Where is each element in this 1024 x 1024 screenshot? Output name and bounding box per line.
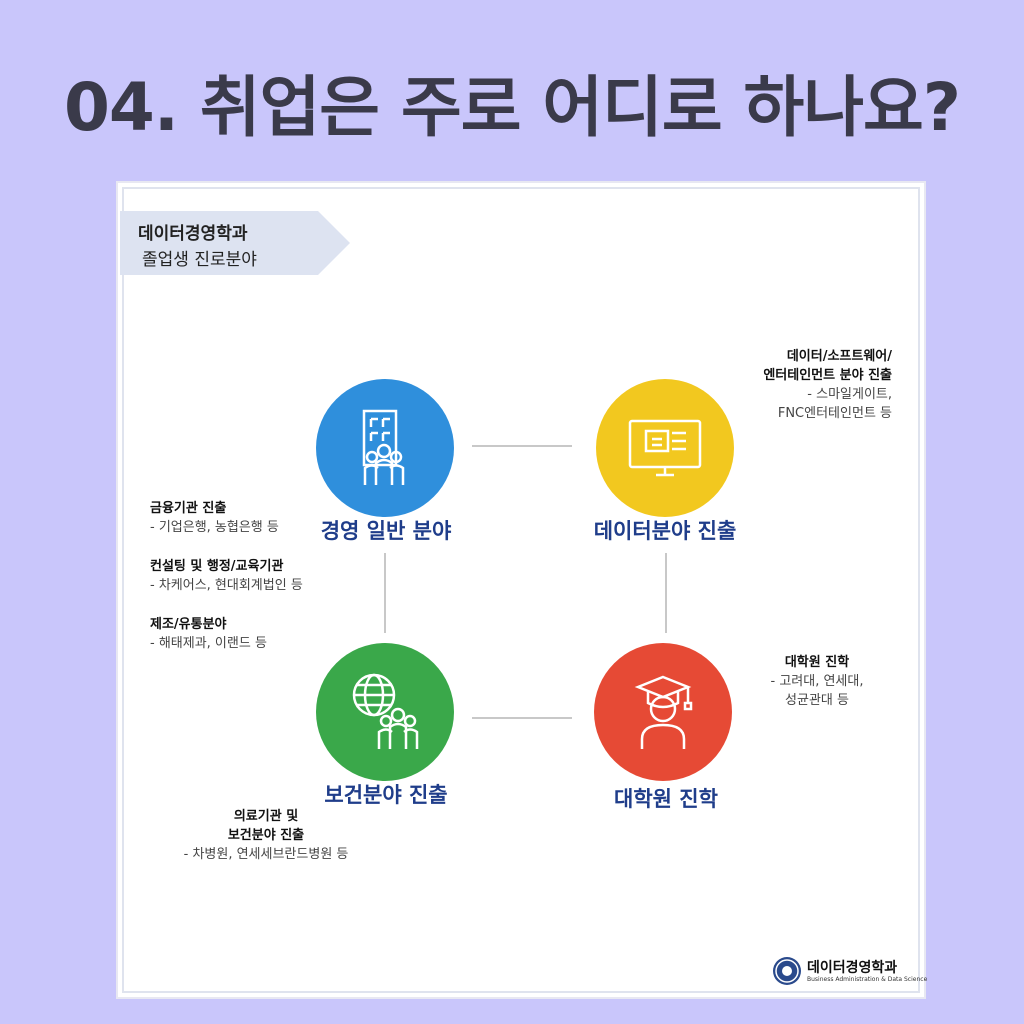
note-grad-heading: 대학원 진학 xyxy=(784,655,850,670)
note-consulting-heading: 컨설팅 및 행정/교육기관 xyxy=(150,559,284,574)
data-label: 데이터분야 진출 xyxy=(593,519,737,543)
banner-arrow-shape xyxy=(120,211,350,275)
note-manufacturing-heading: 제조/유통분야 xyxy=(150,617,227,632)
career-card: 데이터경영학과 졸업생 진로분야 경영 일반 분야 xyxy=(116,181,927,999)
note-data: 데이터/소프트웨어/ 엔터테인먼트 분야 진출 - 스마일게이트, FNC엔터테… xyxy=(722,347,892,423)
building-people-icon xyxy=(362,409,405,485)
note-consulting: 컨설팅 및 행정/교육기관 - 차케어스, 현대회계법인 등 xyxy=(150,557,303,595)
banner: 데이터경영학과 졸업생 진로분야 xyxy=(120,211,350,275)
note-data-detail-2: FNC엔터테인먼트 등 xyxy=(777,406,892,421)
grad-node xyxy=(594,643,732,781)
note-data-heading-1: 데이터/소프트웨어/ xyxy=(786,349,892,364)
note-health-heading-2: 보건분야 진출 xyxy=(227,828,305,843)
note-data-heading-2: 엔터테인먼트 분야 진출 xyxy=(763,368,892,383)
banner-title: 데이터경영학과 xyxy=(138,224,248,244)
note-grad-detail-2: 성균관대 등 xyxy=(785,693,849,708)
note-finance: 금융기관 진출 - 기업은행, 농협은행 등 xyxy=(150,499,279,537)
note-consulting-detail: - 차케어스, 현대회계법인 등 xyxy=(150,578,303,593)
banner-subtitle: 졸업생 진로분야 xyxy=(142,250,257,270)
globe-people-icon xyxy=(352,673,419,749)
management-node xyxy=(316,379,454,517)
note-finance-heading: 금융기관 진출 xyxy=(150,501,227,516)
note-health-heading-1: 의료기관 및 xyxy=(233,809,299,824)
logo-subtitle: Business Administration & Data Science xyxy=(807,976,928,983)
note-health: 의료기관 및 보건분야 진출 - 차병원, 연세세브란드병원 등 xyxy=(146,807,386,864)
note-grad: 대학원 진학 - 고려대, 연세대, 성균관대 등 xyxy=(752,653,882,710)
note-data-detail-1: - 스마일게이트, xyxy=(807,387,892,402)
monitor-icon xyxy=(628,419,702,477)
note-manufacturing-detail: - 해태제과, 이랜드 등 xyxy=(150,636,267,651)
management-label: 경영 일반 분야 xyxy=(320,519,452,543)
graduate-icon xyxy=(634,675,693,749)
connector-top xyxy=(472,445,572,447)
note-manufacturing: 제조/유통분야 - 해태제과, 이랜드 등 xyxy=(150,615,267,653)
note-finance-detail: - 기업은행, 농협은행 등 xyxy=(150,520,279,535)
logo-name: 데이터경영학과 xyxy=(807,960,898,976)
department-logo: 데이터경영학과 Business Administration & Data S… xyxy=(773,955,927,989)
note-health-detail: - 차병원, 연세세브란드병원 등 xyxy=(183,847,349,862)
data-node xyxy=(596,379,734,517)
connector-left xyxy=(384,553,386,633)
note-grad-detail-1: - 고려대, 연세대, xyxy=(770,674,864,689)
grad-label: 대학원 진학 xyxy=(614,787,718,811)
page-title: 04. 취업은 주로 어디로 하나요? xyxy=(63,69,961,146)
department-seal-icon xyxy=(773,957,801,985)
health-node xyxy=(316,643,454,781)
connector-right xyxy=(665,553,667,633)
health-label: 보건분야 진출 xyxy=(324,783,448,807)
card-frame xyxy=(122,187,920,993)
connector-bottom xyxy=(472,717,572,719)
